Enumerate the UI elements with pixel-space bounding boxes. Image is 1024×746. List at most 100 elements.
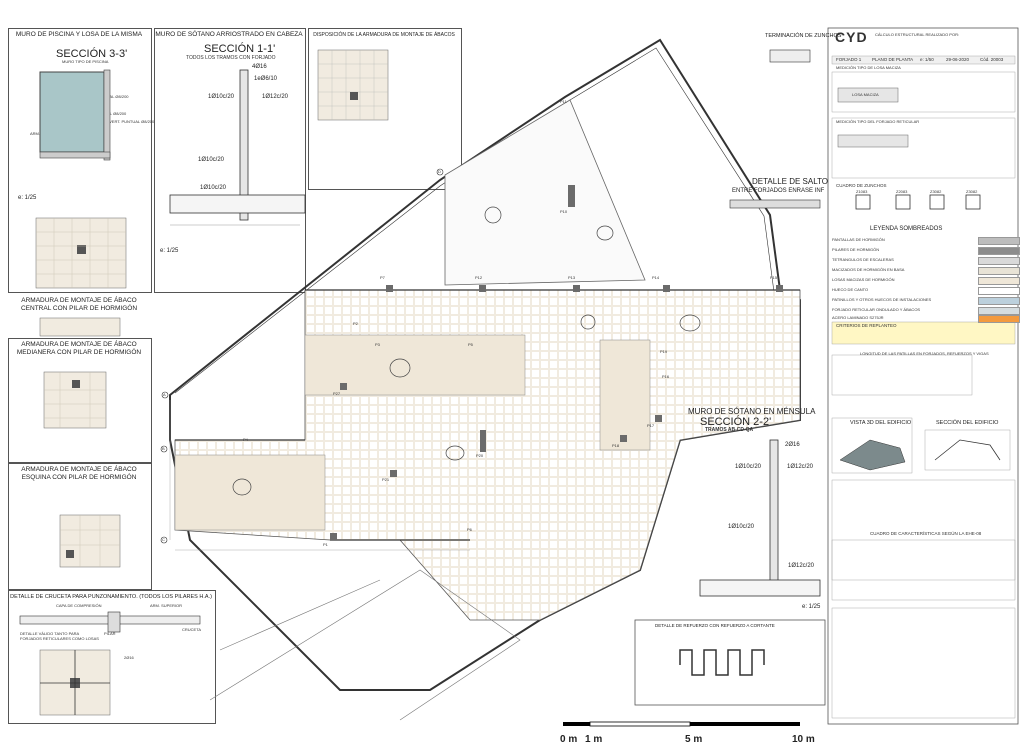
zunchos-title: TERMINACIÓN DE ZUNCHOS xyxy=(765,33,842,39)
abaco-medianera-sub: MEDIANERA CON PILAR DE HORMIGÓN xyxy=(16,349,142,356)
cruceta-title: DETALLE DE CRUCETA PARA PUNZONAMIENTO. (… xyxy=(10,594,212,600)
legend-name: FORJADO RETICULAR ONDULADO Y ÁBACOS xyxy=(832,307,921,312)
cabeza-bar-5: 1Ø10c/20 xyxy=(198,157,225,163)
cruceta-label-7: 2Ø16 xyxy=(124,655,134,660)
abaco-esquina-sub: ESQUINA CON PILAR DE HORMIGÓN xyxy=(21,474,137,481)
legend-name: PATINILLOS Y OTROS HUECOS DE INSTALACION… xyxy=(832,297,932,302)
fecha-label: 29-06-2020 xyxy=(946,57,970,62)
panel-abacos xyxy=(308,28,462,190)
cabeza-bar-3: 1Ø10c/20 xyxy=(208,94,235,100)
plan-pillar-label: P27 xyxy=(333,391,341,396)
plan-pillar-label: P16 xyxy=(662,374,670,379)
legend-row: PANTALLAS DE HORMIGÓN xyxy=(832,236,1020,245)
sotano-cabeza-title: MURO DE SÓTANO ARRIOSTRADO EN CABEZA xyxy=(155,31,303,38)
zuncho-name: Z2083 xyxy=(896,189,908,194)
plan-pillar-label: P20 xyxy=(476,453,484,458)
cabeza-bar-2: 1eØ6/10 xyxy=(254,76,278,82)
legend-title: LEYENDA SOMBREADOS xyxy=(870,226,943,232)
zunchos-table-title: CUADRO DE ZUNCHOS xyxy=(836,183,887,188)
plan-pillar-label: P10 xyxy=(560,209,568,214)
mensula-bar-2: 1Ø10c/20 xyxy=(735,464,762,470)
plan-pillar-label: P3 xyxy=(375,342,380,347)
mensula-bar-1: 2Ø16 xyxy=(785,442,800,448)
cruceta-label-5: PILAR xyxy=(104,631,116,636)
cabeza-bar-4: 1Ø12c/20 xyxy=(262,94,289,100)
cabeza-bar-6: 1Ø10c/20 xyxy=(200,185,227,191)
legend-row: PATINILLOS Y OTROS HUECOS DE INSTALACION… xyxy=(832,296,1020,305)
scale-label-0: 0 m xyxy=(560,734,578,745)
legend-row: LOSAS MACIZAS DE HORMIGÓN xyxy=(832,276,1020,285)
cruceta-label-2: ARM. SUPERIOR xyxy=(150,603,183,608)
piscina-title: MURO DE PISCINA Y LOSA DE LA MISMA xyxy=(15,31,143,38)
legend-row: PILARES DE HORMIGÓN xyxy=(832,246,1020,255)
plan-pillar-label: P7 xyxy=(380,275,385,280)
legend-swatch xyxy=(978,237,1020,245)
legend-swatch xyxy=(978,297,1020,305)
mensula-title: MURO DE SÓTANO EN MÉNSULA xyxy=(688,407,816,416)
company-logo: CYD xyxy=(835,29,868,45)
mensula-scale: e: 1/25 xyxy=(802,604,821,610)
legend-name: LOSAS MACIZAS DE HORMIGÓN xyxy=(832,277,895,282)
plan-pillar-label: P1 xyxy=(323,542,328,547)
plan-axis-label: D xyxy=(438,169,441,174)
salto-title: DETALLE DE SALTO xyxy=(752,177,829,186)
abaco-esquina-title: ARMADURA DE MONTAJE DE ÁBACO xyxy=(21,466,137,473)
plan-pillar-label: P4 xyxy=(243,437,248,442)
seccion-edificio-title: SECCIÓN DEL EDIFICIO xyxy=(936,420,999,426)
plan-axis-label: C xyxy=(162,537,165,542)
longitud-title: LONGITUD DE LAS PATILLAS EN FORJADOS, RE… xyxy=(860,351,989,356)
panel-sotano-cabeza xyxy=(154,28,306,293)
panel-abaco-medianera xyxy=(8,338,152,463)
legend-row: MACIZADOS DE HORMIGÓN EN BASA xyxy=(832,266,1020,275)
cruceta-label-6: CRUCETA xyxy=(182,627,202,632)
plan-pillar-label: P11 xyxy=(560,99,567,104)
mensula-sub: TRAMOS AB-CD-QA xyxy=(705,427,754,433)
plan-pillar-label: P19 xyxy=(660,349,668,354)
cruceta-label-3: DETALLE VÁLIDO TANTO PARA xyxy=(20,631,80,636)
losa-label: LOSA MACIZA xyxy=(852,92,879,97)
forjado-label: FORJADO 1 xyxy=(836,57,862,62)
codigo-label: Cód. 20003 xyxy=(980,57,1004,62)
plan-pillar-label: P6 xyxy=(467,527,472,532)
plan-pillar-label: P17 xyxy=(647,423,655,428)
piscina-sub: MURO TIPO DE PISCINA xyxy=(62,59,109,64)
salto-sub: ENTRE FORJADOS ENRASE INF xyxy=(732,188,825,194)
abacos-title: DISPOSICIÓN DE LA ARMADURA DE MONTAJE DE… xyxy=(313,32,455,38)
legend-swatch xyxy=(978,247,1020,255)
legend-swatch xyxy=(978,287,1020,295)
legend-row: FORJADO RETICULAR ONDULADO Y ÁBACOS xyxy=(832,306,1020,315)
criterios-title: CRITERIOS DE REPLANTEO xyxy=(836,323,897,328)
mensula-section: SECCIÓN 2-2' xyxy=(700,416,772,428)
panel-cruceta xyxy=(8,590,216,724)
piscina-section: SECCIÓN 3-3' xyxy=(56,48,128,60)
abaco-medianera-title: ARMADURA DE MONTAJE DE ÁBACO xyxy=(21,341,137,348)
zuncho-name: Z3082 xyxy=(930,189,942,194)
legend-name: MACIZADOS DE HORMIGÓN EN BASA xyxy=(832,267,905,272)
legend-swatch xyxy=(978,315,1020,323)
legend-row: ACERO LAMINADO S275JR xyxy=(832,314,1020,323)
zuncho-name: Z1083 xyxy=(856,189,868,194)
piscina-scale: e: 1/25 xyxy=(18,195,37,201)
refuerzo-title: DETALLE DE REFUERZO CON REFUERZO A CORTA… xyxy=(655,623,775,628)
company-caption: CÁLCULO ESTRUCTURAL REALIZADO POR: xyxy=(875,32,960,37)
legend-swatch xyxy=(978,257,1020,265)
escala-label: e: 1/50 xyxy=(920,57,934,62)
legend-name: ACERO LAMINADO S275JR xyxy=(832,315,884,320)
plan-pillar-label: P5 xyxy=(468,342,473,347)
piscina-label-3: ARM. VERT. PUNTUAL Ø8/200 xyxy=(98,119,155,124)
forjado-table-title: MEDICIÓN TIPO DE LOSA MACIZA xyxy=(836,65,901,70)
legend-name: TETRANGULOS DE ESCALERAS xyxy=(832,257,894,262)
plan-pillar-label: P12 xyxy=(475,275,483,280)
sotano-cabeza-section: SECCIÓN 1-1' xyxy=(204,43,276,55)
legend-name: HUECO DE CANTO xyxy=(832,287,869,292)
panel-piscina xyxy=(8,28,152,293)
plano-label: PLANO DE PLANTA xyxy=(872,57,914,62)
plan-pillar-label: P14 xyxy=(652,275,660,280)
abaco-central-title: ARMADURA DE MONTAJE DE ÁBACO xyxy=(21,297,137,304)
caracteristicas-title: CUADRO DE CARACTERÍSTICAS SEGÚN LA EHE-0… xyxy=(870,531,982,536)
abaco-central-sub: CENTRAL CON PILAR DE HORMIGÓN xyxy=(20,305,138,312)
plan-pillar-label: P13 xyxy=(568,275,576,280)
cruceta-label-4: FORJADOS RETICULARES COMO LOSAS xyxy=(20,636,99,641)
